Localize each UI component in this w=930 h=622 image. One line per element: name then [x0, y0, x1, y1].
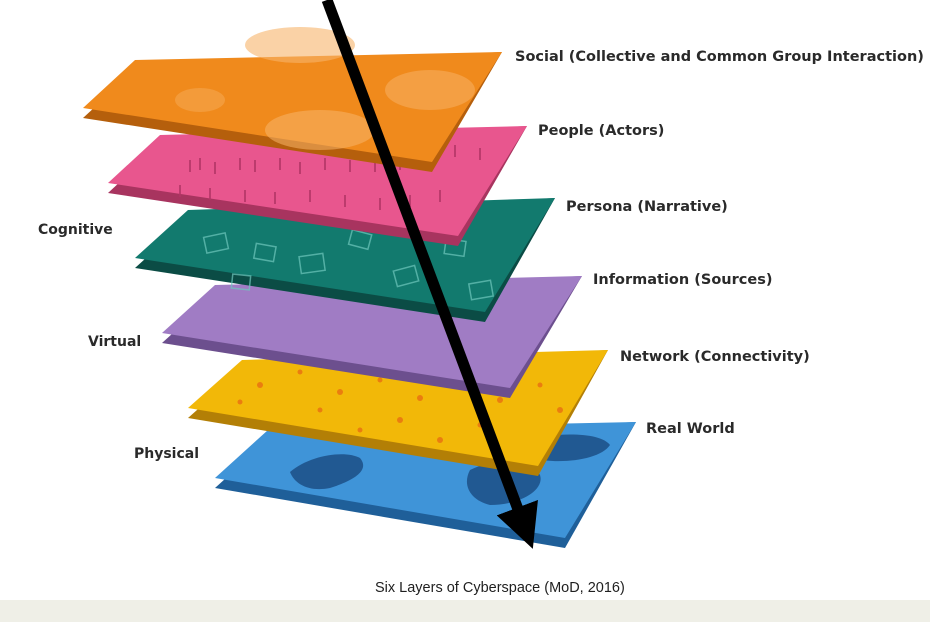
label-persona: Persona (Narrative): [566, 199, 728, 215]
layers-diagram: Social (Collective and Common Group Inte…: [38, 0, 924, 596]
figure-canvas: Social (Collective and Common Group Inte…: [38, 0, 924, 596]
figure-caption: Six Layers of Cyberspace (MoD, 2016): [375, 580, 625, 596]
label-cognitive: Cognitive: [38, 222, 113, 238]
label-virtual: Virtual: [88, 334, 141, 350]
label-physical: Physical: [134, 446, 199, 462]
label-network: Network (Connectivity): [620, 349, 810, 365]
label-information: Information (Sources): [593, 272, 772, 288]
label-people: People (Actors): [538, 123, 664, 139]
label-social: Social (Collective and Common Group Inte…: [515, 49, 924, 65]
arrow-icon: [321, 0, 538, 549]
footer-band: [0, 600, 930, 622]
label-real-world: Real World: [646, 421, 735, 437]
layer-social: [83, 27, 502, 172]
